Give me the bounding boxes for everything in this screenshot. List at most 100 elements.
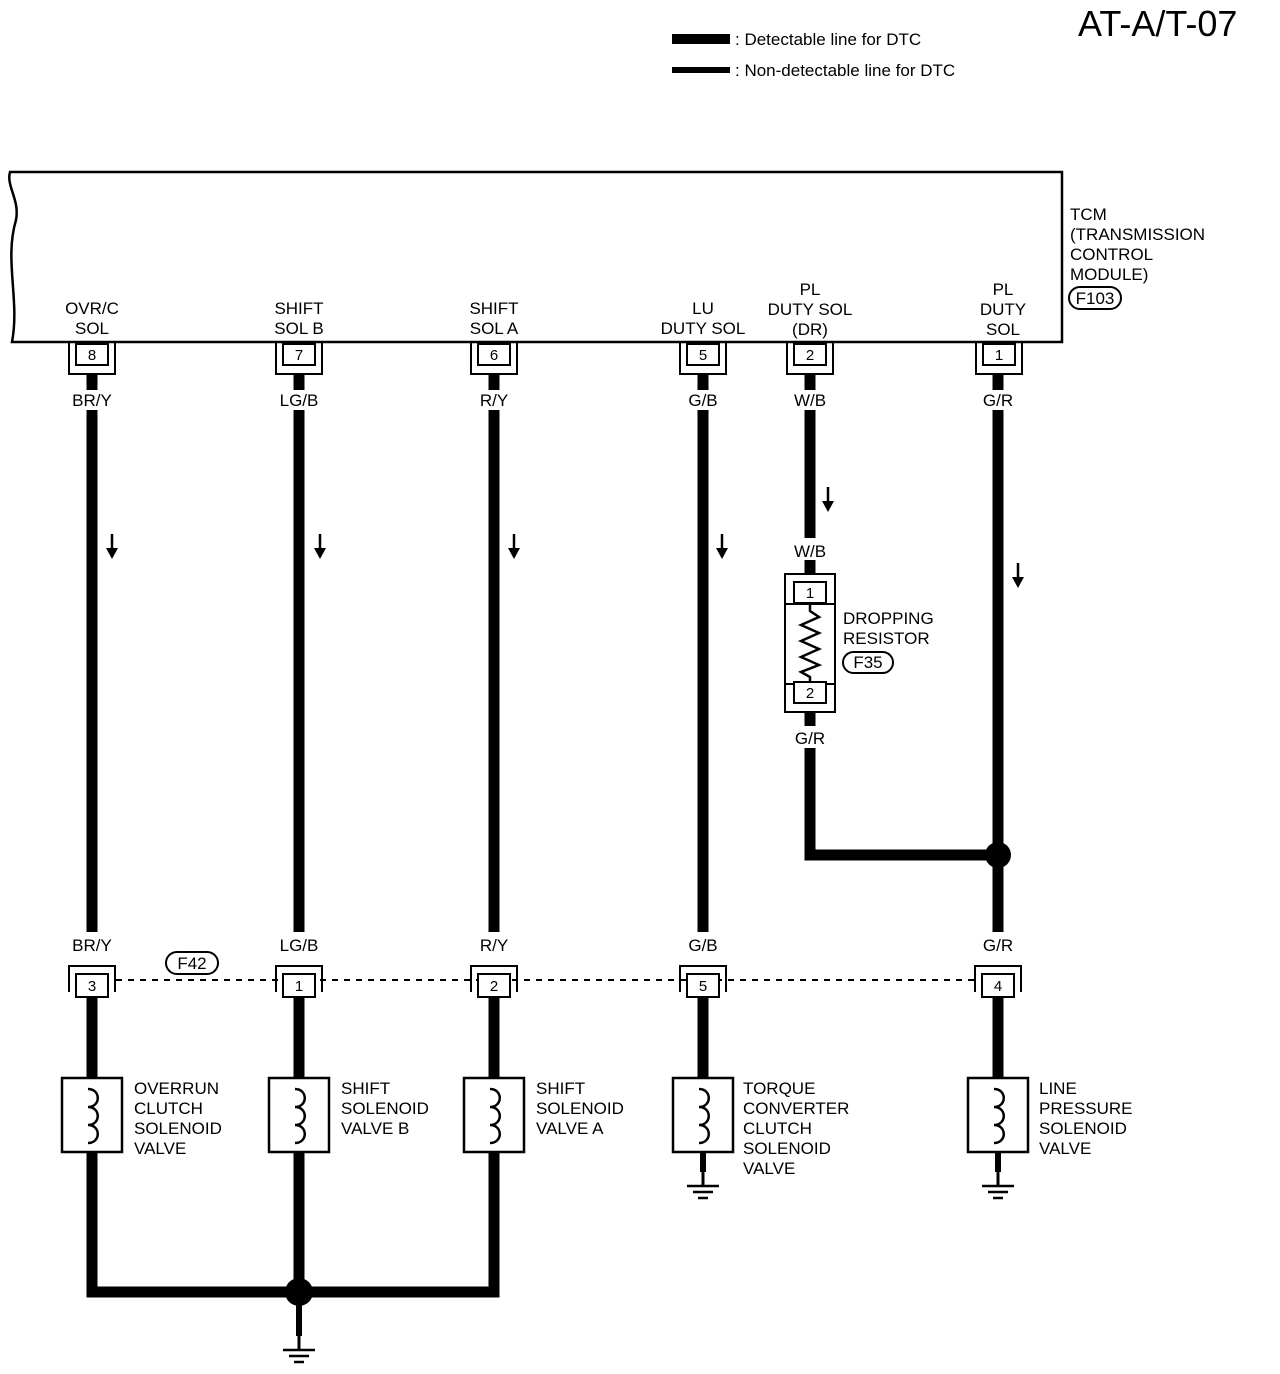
tcm-pin-8-number: 8	[88, 347, 96, 364]
wire-label-gb-f42: G/B	[688, 936, 717, 955]
tcm-pin-7-number: 7	[295, 347, 303, 364]
tcm-pin-7: 7	[275, 342, 323, 375]
arrow-down-icon	[714, 532, 730, 561]
solenoid-name-line: LINE	[1039, 1079, 1077, 1098]
solenoid-name-line: CLUTCH	[134, 1099, 203, 1118]
resistor-connector-id: F35	[853, 653, 882, 672]
solenoid-name-line: TORQUE	[743, 1079, 815, 1098]
tcm-box	[8, 170, 1064, 344]
solenoid-name-line: CONVERTER	[743, 1099, 849, 1118]
tcm-name-line-1: TCM	[1070, 205, 1107, 224]
solenoid-name-line: SHIFT	[536, 1079, 585, 1098]
f42-pin-4: 4	[974, 965, 1022, 998]
f42-connector-badge	[165, 951, 219, 975]
tcm-terminal-label-pldr-1: PL	[800, 280, 821, 299]
solenoid-shift-b: SHIFT SOLENOID VALVE B	[267, 1076, 429, 1154]
tcm-pin-5: 5	[679, 342, 727, 375]
tcm-terminal-label-ovrc-1: OVR/C	[65, 299, 119, 318]
solenoid-name-line: VALVE B	[341, 1119, 409, 1138]
signal-arrows	[104, 485, 1026, 590]
f42-pin-4-number: 4	[994, 978, 1002, 995]
solenoid-name-line: PRESSURE	[1039, 1099, 1133, 1118]
wire-label-gr-top: G/R	[983, 391, 1013, 410]
f42-pin-1: 1	[275, 965, 323, 998]
wire-label-bry-top: BR/Y	[72, 391, 112, 410]
wire-ground-bus	[86, 1152, 500, 1298]
solenoid-name-line: SOLENOID	[743, 1139, 831, 1158]
tcm-terminal-label-pldr-3: (DR)	[792, 320, 828, 339]
legend-detectable-text: : Detectable line for DTC	[735, 30, 921, 49]
solenoid-name-line: OVERRUN	[134, 1079, 219, 1098]
resistor-wire-out-label: G/R	[795, 729, 825, 748]
wire-label-lgb-top: LG/B	[280, 391, 319, 410]
tcm-pins: 8 7 6 5 2 1	[68, 342, 1023, 375]
tcm-pin-2-number: 2	[806, 347, 814, 364]
solenoid-overrun-clutch: OVERRUN CLUTCH SOLENOID VALVE	[60, 1076, 222, 1158]
tcm-terminal-label-pl-2: DUTY	[980, 300, 1026, 319]
solenoid-name-line: SOLENOID	[341, 1099, 429, 1118]
legend-non-detectable-swatch	[672, 67, 730, 73]
wire-label-bry-f42: BR/Y	[72, 936, 112, 955]
tcm-connector-badge	[1068, 286, 1122, 310]
dropping-resistor: W/B 1 2 G/R DROPPING RESISTOR F35	[784, 542, 934, 748]
wire-label-gb-top: G/B	[688, 391, 717, 410]
resistor-connector-badge	[842, 651, 894, 674]
solenoid-name-line: VALVE	[134, 1139, 186, 1158]
tcm-terminal-label-sola-1: SHIFT	[469, 299, 518, 318]
wire-labels-top: BR/Y LG/B R/Y G/B W/B G/R	[72, 391, 1013, 410]
tcm-terminal-label-lu-1: LU	[692, 299, 714, 318]
solenoid-name-line: SOLENOID	[134, 1119, 222, 1138]
tcm-pin-8: 8	[68, 342, 116, 375]
resistor-pin-top: 1	[806, 585, 814, 602]
tcm-name-line-2: (TRANSMISSION	[1070, 225, 1205, 244]
resistor-connector-top	[784, 573, 836, 604]
legend-detectable-swatch	[672, 34, 730, 44]
solenoid-shift-a: SHIFT SOLENOID VALVE A	[462, 1076, 624, 1154]
f42-pin-2: 2	[470, 965, 518, 998]
tcm-terminal-label-pldr-2: DUTY SOL	[768, 300, 853, 319]
arrow-down-icon	[820, 485, 836, 514]
page-code: AT-A/T-07	[1078, 3, 1237, 44]
tcm-name-line-3: CONTROL	[1070, 245, 1153, 264]
arrow-down-icon	[104, 532, 120, 561]
tcm-terminal-label-lu-2: DUTY SOL	[661, 319, 746, 338]
wire-label-gr-f42: G/R	[983, 936, 1013, 955]
wire-label-ry-f42: R/Y	[480, 936, 508, 955]
resistor-name-line-1: DROPPING	[843, 609, 934, 628]
splice-point-gr	[985, 842, 1011, 868]
tcm-terminal-label-pl-3: SOL	[986, 320, 1020, 339]
resistor-name-line-2: RESISTOR	[843, 629, 930, 648]
tcm-pin-5-number: 5	[699, 347, 707, 364]
tcm-terminal-labels: OVR/C SOL SHIFT SOL B SHIFT SOL A LU DUT…	[65, 280, 1026, 339]
ground-icon	[980, 1164, 1016, 1200]
wire-gr-resistor-out	[804, 748, 998, 861]
tcm-connector-id: F103	[1076, 289, 1115, 308]
arrow-down-icon	[1010, 561, 1026, 590]
resistor-pin-bottom: 2	[806, 685, 814, 702]
arrow-down-icon	[312, 532, 328, 561]
tcm-pin-2: 2	[786, 342, 834, 375]
wire-label-lgb-f42: LG/B	[280, 936, 319, 955]
resistor-zigzag-icon	[797, 604, 823, 684]
wire-label-ry-top: R/Y	[480, 391, 508, 410]
ground-icon	[281, 1328, 317, 1364]
tcm-terminal-label-solb-1: SHIFT	[274, 299, 323, 318]
tcm-terminal-label-pl-1: PL	[993, 280, 1014, 299]
resistor-connector-bottom	[784, 684, 836, 713]
solenoid-name-line: SOLENOID	[536, 1099, 624, 1118]
solenoid-name-line: VALVE	[1039, 1139, 1091, 1158]
f42-connector: BR/Y LG/B R/Y G/B G/R F42 3 1 2 5	[68, 936, 1022, 998]
solenoid-torque-converter: TORQUE CONVERTER CLUTCH SOLENOID VALVE	[671, 1076, 849, 1178]
wires-lower	[86, 997, 1016, 1364]
f42-pin-1-number: 1	[295, 978, 303, 995]
tcm-pin-6: 6	[470, 342, 518, 375]
tcm-pin-6-number: 6	[490, 347, 498, 364]
wire-label-wb-top: W/B	[794, 391, 826, 410]
arrow-down-icon	[506, 532, 522, 561]
ground-icon	[685, 1164, 721, 1200]
solenoid-name-line: SHIFT	[341, 1079, 390, 1098]
f42-connector-id: F42	[177, 954, 206, 973]
f42-pin-3-number: 3	[88, 978, 96, 995]
tcm-terminal-label-ovrc-2: SOL	[75, 319, 109, 338]
